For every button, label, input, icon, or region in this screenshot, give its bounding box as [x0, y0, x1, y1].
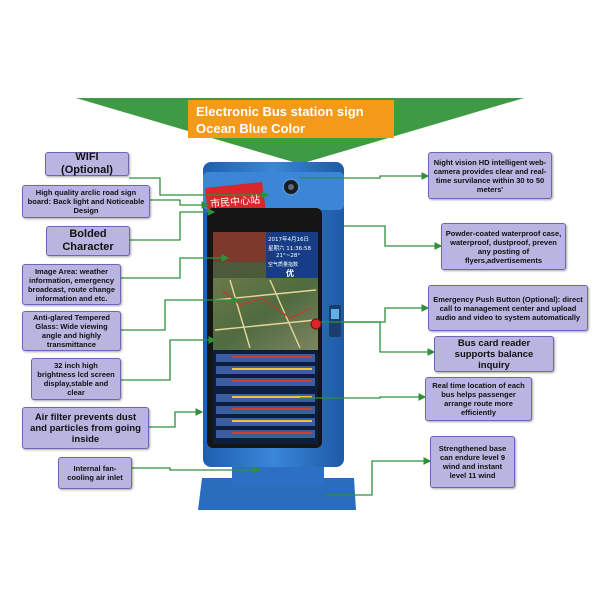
title-box: Electronic Bus station sign Ocean Blue C… — [188, 100, 394, 138]
arrow-image-area — [121, 254, 230, 279]
callout-sign-board: High quality arclic road sign board: Bac… — [22, 185, 150, 218]
arrow-base — [325, 457, 432, 496]
screen-air-value: 优 — [286, 269, 294, 278]
callout-image-area: Image Area: weather information, emergen… — [22, 264, 121, 305]
screen-air-label: 空气质量指数 — [268, 262, 299, 268]
arrow-bolded — [130, 208, 216, 241]
arrow-card-reader — [341, 321, 436, 356]
callout-card-reader: Bus card reader supports balance inquiry — [434, 336, 554, 372]
callout-glass: Anti-glared Tempered Glass: Wide viewing… — [22, 311, 121, 351]
callout-lcd: 32 inch high brightness lcd screen displ… — [31, 358, 121, 400]
arrow-glass — [121, 296, 240, 331]
arrow-camera — [300, 172, 430, 180]
callout-realtime: Real time location of each bus helps pas… — [425, 377, 532, 421]
screen-date: 2017年4月16日 — [268, 237, 309, 243]
callout-base: Strengthened base can endure level 9 win… — [430, 436, 515, 488]
screen-temp: 21°~28° — [276, 253, 301, 259]
arrow-air-filter — [149, 408, 204, 428]
callout-camera: Night vision HD intelligent web-camera p… — [428, 152, 552, 199]
emergency-button — [310, 318, 322, 330]
callout-air-filter: Air filter prevents dust and particles f… — [22, 407, 149, 449]
screen-day-time: 星期六 11:36:58 — [268, 246, 311, 252]
title-line-2: Ocean Blue Color — [196, 121, 306, 136]
station-name-tag — [205, 182, 266, 216]
arrow-wifi — [129, 177, 270, 199]
callout-wifi: WIFI (Optional) — [45, 151, 129, 176]
callout-case: Powder-coated waterproof case, waterproo… — [441, 223, 566, 270]
arrow-lcd — [121, 336, 217, 381]
screen-map — [213, 278, 318, 350]
title-line-1: Electronic Bus station sign — [196, 104, 364, 119]
callout-bolded: Bolded Character — [46, 226, 130, 256]
arrow-realtime — [300, 393, 427, 401]
sign-base — [198, 478, 356, 510]
callout-emergency: Emergency Push Button (Optional): direct… — [428, 285, 588, 331]
screen-weather-panel — [266, 232, 318, 278]
arrow-fan — [132, 466, 262, 474]
arrow-sign-board — [150, 199, 210, 209]
callout-fan: Internal fan-cooling air inlet — [58, 457, 132, 489]
arrow-case — [344, 225, 443, 250]
